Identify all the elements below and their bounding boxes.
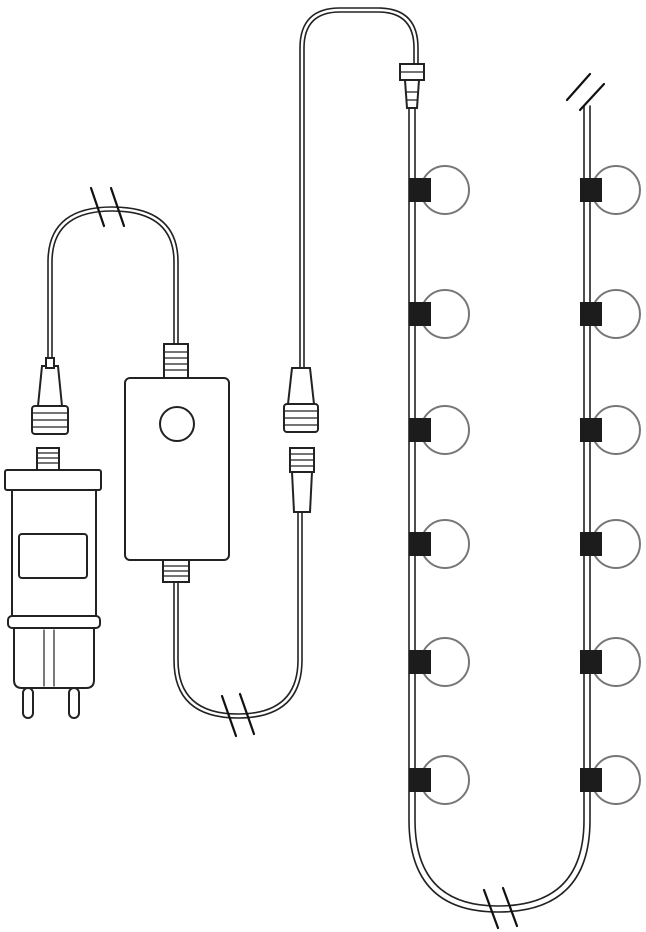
- bulb-socket: [409, 302, 431, 326]
- bulb-socket: [409, 418, 431, 442]
- cable-break-mark: [565, 72, 592, 102]
- cable-break-mark: [109, 186, 126, 228]
- controller-button: [159, 406, 195, 442]
- bulb: [580, 289, 641, 339]
- bulb-socket: [409, 768, 431, 792]
- cable-break-mark: [238, 692, 256, 736]
- bulb: [580, 519, 641, 569]
- bulb-socket: [580, 418, 602, 442]
- bulb-run-left: [409, 165, 470, 805]
- bulb-socket: [409, 650, 431, 674]
- cable-break-mark: [482, 888, 500, 930]
- bulb: [580, 755, 641, 805]
- controller-box: [124, 343, 230, 583]
- adapter-output-connector: [31, 357, 69, 435]
- power-adapter: [4, 447, 102, 719]
- controller-output-cable: [173, 511, 303, 738]
- bulb-socket: [580, 768, 602, 792]
- bulb-socket: [580, 650, 602, 674]
- lead-connector: [283, 367, 319, 513]
- lead-cable: [299, 7, 419, 369]
- adapter-to-controller-cable: [47, 186, 179, 359]
- bulb-socket: [409, 532, 431, 556]
- bulb-socket: [580, 532, 602, 556]
- bulb: [409, 637, 470, 687]
- bulb: [580, 165, 641, 215]
- cable-break-mark: [578, 82, 606, 112]
- bulb: [409, 405, 470, 455]
- cable-break-mark: [89, 186, 106, 228]
- cable-break-mark: [501, 886, 519, 928]
- bulb-socket: [580, 178, 602, 202]
- bulb: [409, 165, 470, 215]
- bulb: [409, 519, 470, 569]
- bulb: [580, 637, 641, 687]
- bulb: [580, 405, 641, 455]
- bulb: [409, 289, 470, 339]
- bulb-socket: [580, 302, 602, 326]
- cable-break-mark: [220, 694, 238, 738]
- light-string-wire: [408, 72, 606, 930]
- string-input-connector: [399, 63, 425, 109]
- bulb-run-right: [580, 165, 641, 805]
- bulb-socket: [409, 178, 431, 202]
- bulb: [409, 755, 470, 805]
